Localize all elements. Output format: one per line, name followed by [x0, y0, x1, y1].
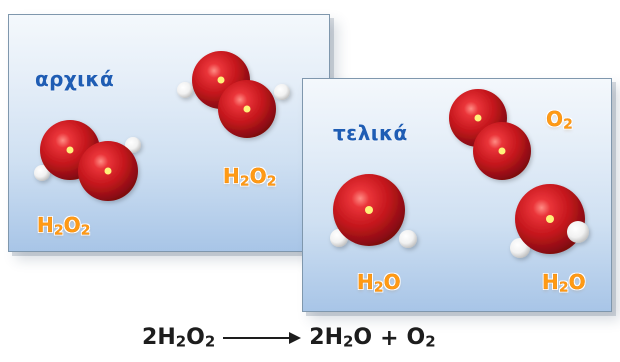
initial-h2o2-label-left: H2O2 [37, 213, 91, 239]
reaction-arrow-icon [223, 329, 302, 347]
plus-sign: + [380, 325, 399, 351]
initial-h2o2-label-right: H2O2 [223, 164, 277, 190]
product-oxygen-formula: O2 [406, 325, 436, 351]
final-state-panel: τελικά O2 H2O H2O [302, 78, 612, 312]
final-o2-label: O2 [546, 107, 573, 133]
initial-state-title: αρχικά [35, 67, 115, 91]
chemical-equation: 2H2O2 2H2O + O2 [142, 323, 482, 353]
final-h2o-label-right: H2O [542, 270, 586, 296]
final-state-title: τελικά [333, 121, 408, 145]
product-water-formula: 2H2O [309, 325, 373, 351]
reactant-formula: 2H2O2 [142, 325, 216, 351]
initial-state-panel: αρχικά H2O2 H2O2 [8, 14, 330, 252]
final-h2o-label-left: H2O [357, 270, 401, 296]
